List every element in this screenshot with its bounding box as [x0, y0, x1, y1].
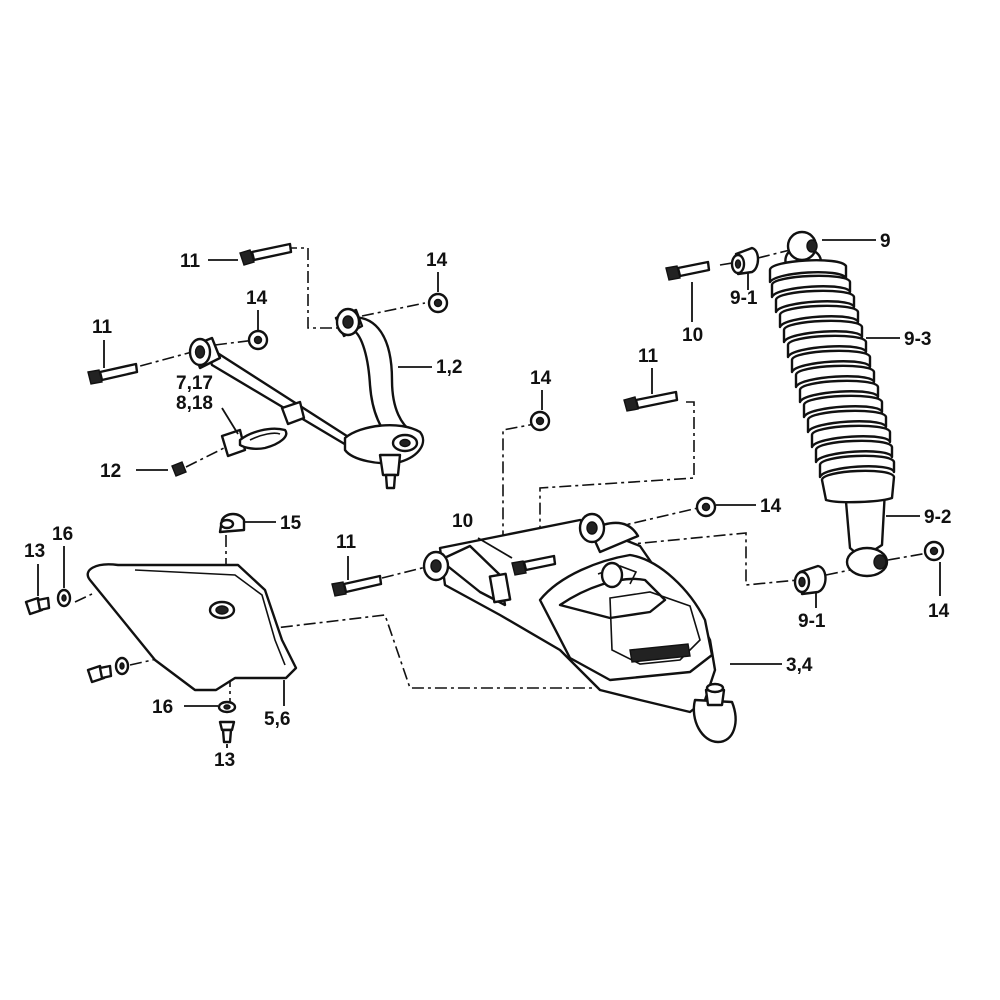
- callout-9-3: 9-3: [904, 329, 931, 350]
- nut-14-upper-arm: [247, 329, 269, 351]
- callout-11-mid: 11: [638, 346, 659, 367]
- callout-12: 12: [100, 461, 121, 482]
- callout-9-1-lower: 9-1: [798, 611, 826, 632]
- callout-9-1-top: 9-1: [730, 288, 758, 309]
- callout-14-mid: 14: [530, 368, 552, 389]
- callout-11-lower: 11: [336, 532, 357, 553]
- skid-plate: [86, 512, 298, 692]
- callout-8-18: 8,18: [176, 393, 213, 414]
- bolt-shock-top: [665, 260, 711, 281]
- bracket-clamp: [220, 427, 288, 458]
- nut-14-mid: [529, 410, 551, 432]
- washer-16-left: [56, 588, 72, 608]
- coil-spring: [768, 259, 896, 504]
- callout-14-right: 14: [760, 496, 782, 517]
- callout-16-left: 16: [52, 524, 73, 545]
- upper-control-arm: [188, 307, 425, 490]
- nut-14-right: [695, 496, 717, 518]
- bolt-lower-arm-10: [511, 554, 557, 576]
- screw-12: [171, 461, 187, 477]
- nut-14-lower-right: [923, 540, 945, 562]
- callout-13-left: 13: [24, 541, 45, 562]
- callout-7-17: 7,17: [176, 373, 213, 394]
- callout-9: 9: [880, 231, 891, 252]
- callout-5-6: 5,6: [264, 709, 290, 730]
- callout-14-upper-arm: 14: [246, 288, 268, 309]
- callout-labels: 11 14 14 11 1,2 7,17 8,18 12 9 9-1 10 9-…: [24, 231, 951, 771]
- washer-16-bottom: [217, 700, 237, 714]
- screw-13-left: [24, 596, 51, 616]
- callout-1-2: 1,2: [436, 357, 462, 378]
- callout-10-top: 10: [682, 325, 703, 346]
- screw-13-mid: [86, 664, 113, 684]
- bolt-top-upper-arm: [239, 242, 293, 266]
- callout-15: 15: [280, 513, 302, 534]
- nut-14-upper-right: [427, 292, 449, 314]
- bolt-lower-arm: [331, 574, 383, 597]
- callout-14-top-right: 14: [426, 250, 448, 271]
- bolt-upper-arm-left: [87, 362, 139, 385]
- bushing-top: [730, 246, 760, 276]
- shock-absorber: [768, 230, 896, 578]
- bushing-lower: [793, 564, 827, 596]
- callout-10-lower: 10: [452, 511, 473, 532]
- callout-9-2: 9-2: [924, 507, 951, 528]
- screw-13-bottom: [218, 720, 236, 744]
- callout-16-bottom: 16: [152, 697, 173, 718]
- callout-14-lower-right: 14: [928, 601, 950, 622]
- washer-16-mid: [114, 656, 130, 676]
- lower-control-arm: [422, 512, 737, 744]
- bolt-mid-right: [623, 390, 679, 412]
- callout-11-upper-left: 11: [92, 317, 113, 338]
- leader-lines: [37, 239, 941, 748]
- callout-11-top: 11: [180, 251, 201, 272]
- callout-3-4: 3,4: [786, 655, 813, 676]
- callout-13-bottom: 13: [214, 750, 235, 771]
